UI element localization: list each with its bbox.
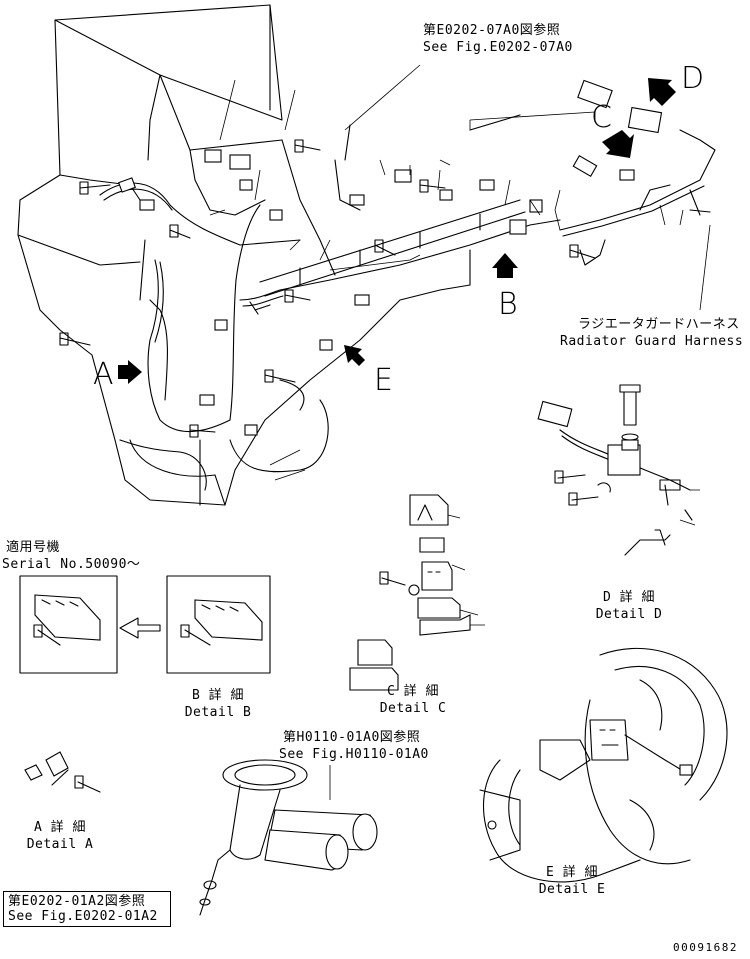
ref-e0202-01a2-en: See Fig.E0202-01A2: [8, 909, 158, 924]
leader-lines: [209, 64, 711, 481]
detail-c-ja: C 詳 細: [387, 684, 439, 699]
callout-a: A: [93, 357, 114, 392]
serial-ja: 適用号機: [6, 540, 61, 555]
ref-e0202-01a2-ja: 第E0202-01A2図参照: [8, 894, 146, 909]
detail-c-en: Detail C: [379, 701, 447, 716]
detail-d-drawing: [537, 384, 700, 556]
ref-e0202-01a2-box: 第E0202-01A2図参照 See Fig.E0202-01A2: [3, 891, 171, 927]
callout-b: B: [498, 287, 518, 322]
ref-e0202-07a0-en: See Fig.E0202-07A0: [423, 40, 573, 55]
harness-clips: [118, 79, 663, 436]
detail-e-drawing: [479, 647, 728, 883]
serial-en: Serial No.50090～: [2, 557, 141, 572]
callout-e: E: [374, 363, 393, 398]
callout-d: D: [681, 61, 705, 96]
drawing-number: 00091682: [673, 941, 738, 954]
ref-h0110-01a0-en: See Fig.H0110-01A0: [279, 747, 429, 762]
detail-a-en: Detail A: [26, 837, 94, 852]
radiator-harness-en: Radiator Guard Harness: [560, 334, 744, 349]
detail-e-en: Detail E: [538, 882, 606, 897]
detail-e-ja: E 詳 細: [546, 865, 598, 880]
arrow-d: [648, 78, 676, 106]
detail-d-ja: D 詳 細: [603, 590, 655, 605]
ref-h0110-01a0-ja: 第H0110-01A0図参照: [283, 730, 421, 745]
arrow-b: [492, 253, 518, 278]
ref-e0202-07a0-ja: 第E0202-07A0図参照: [423, 23, 561, 38]
arrow-e: [344, 345, 365, 366]
detail-a-drawing: [24, 751, 101, 793]
detail-c-drawing: [349, 494, 485, 691]
arrow-a: [118, 360, 142, 384]
detail-d-en: Detail D: [595, 607, 663, 622]
bolts: [59, 139, 711, 438]
detail-b-boxes: [19, 575, 271, 674]
detail-b-ja: B 詳 細: [192, 688, 244, 703]
arrow-c: [602, 130, 634, 158]
main-frame-outline: [17, 4, 521, 506]
exhaust-pipe-drawing: [199, 759, 378, 916]
callout-c: C: [591, 100, 612, 135]
radiator-harness-ja: ラジエータガードハーネス: [578, 317, 740, 332]
view-arrows: [118, 78, 676, 384]
detail-b-en: Detail B: [184, 705, 252, 720]
detail-a-ja: A 詳 細: [34, 820, 86, 835]
